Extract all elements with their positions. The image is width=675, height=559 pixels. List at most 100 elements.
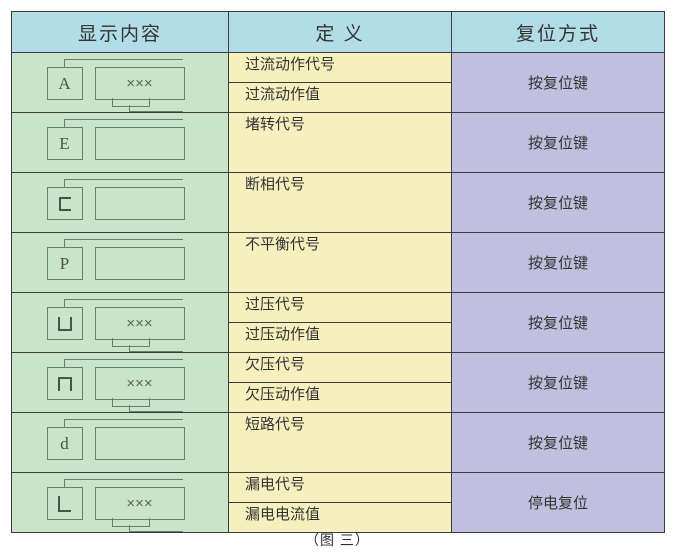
bracket-line bbox=[128, 111, 183, 112]
top-line bbox=[63, 419, 183, 420]
display-cell: ××× bbox=[11, 352, 229, 413]
display-cell: A ××× bbox=[11, 52, 229, 113]
top-line bbox=[63, 59, 183, 60]
top-line bbox=[63, 359, 183, 360]
table-row: d 短路代号按复位键 bbox=[11, 412, 665, 473]
definition-text: 过压代号 bbox=[245, 296, 306, 313]
table-row: ××× 欠压代号 按复位键 bbox=[11, 352, 665, 413]
reset-cell: 按复位键 bbox=[451, 352, 665, 413]
reset-cell: 停电复位 bbox=[451, 472, 665, 533]
definition-cell: 断相代号 bbox=[228, 172, 452, 233]
code-glyph: P bbox=[59, 254, 70, 273]
table-row: P 不平衡代号 按复位键 bbox=[11, 232, 665, 293]
value-box-empty bbox=[94, 127, 185, 160]
table-row: E 堵转代号 按复位键 bbox=[11, 112, 665, 173]
value-box: ××× bbox=[94, 67, 185, 100]
reset-cell: 按复位键 bbox=[451, 112, 665, 173]
value-box-empty bbox=[94, 247, 185, 280]
bracket-line bbox=[128, 411, 183, 412]
bracket-stub bbox=[128, 105, 130, 112]
display-cell: d bbox=[11, 412, 229, 473]
lcd-display-graphic: P bbox=[33, 235, 208, 290]
code-glyph-seg-n bbox=[57, 376, 72, 391]
definition-cell: 漏电代号 bbox=[228, 472, 452, 503]
display-cell: ××× bbox=[11, 472, 229, 533]
top-line bbox=[63, 119, 183, 120]
top-line bbox=[63, 479, 183, 480]
definition-cell: 欠压动作值 bbox=[228, 382, 452, 413]
value-digits: ××× bbox=[126, 315, 153, 332]
top-line bbox=[63, 299, 183, 300]
lcd-display-graphic: E bbox=[33, 115, 208, 170]
code-glyph-seg-u bbox=[57, 316, 72, 331]
code-glyph: d bbox=[60, 434, 69, 453]
reset-cell: 按复位键 bbox=[451, 172, 665, 233]
definition-cell: 堵转代号 bbox=[228, 112, 452, 173]
bracket-stub bbox=[128, 345, 130, 352]
table-row: ××× 过压代号 按复位键 bbox=[11, 292, 665, 353]
table-row-sub: 漏电电流值 bbox=[12, 502, 665, 533]
code-box bbox=[46, 307, 83, 340]
table-header-row: 显示内容 定 义 复位方式 bbox=[11, 11, 665, 53]
value-box: ××× bbox=[94, 487, 185, 520]
lcd-display-graphic: ××× bbox=[33, 295, 208, 352]
definition-cell: 过流动作值 bbox=[228, 82, 452, 113]
code-glyph: A bbox=[58, 74, 71, 93]
value-box-empty bbox=[94, 427, 185, 460]
top-stub bbox=[63, 479, 65, 487]
definition-text: 欠压代号 bbox=[245, 356, 306, 373]
value-digits: ××× bbox=[126, 375, 153, 392]
top-line bbox=[63, 239, 183, 240]
bracket-line bbox=[128, 351, 183, 352]
value-box-empty bbox=[94, 187, 185, 220]
code-glyph-seg-l bbox=[58, 495, 71, 512]
table-row-sub: 过流动作值 bbox=[12, 82, 665, 113]
table-row: ××× 漏电代号 停电复位 bbox=[11, 472, 665, 533]
display-cell: E bbox=[11, 112, 229, 173]
value-box: ××× bbox=[94, 367, 185, 400]
header-display: 显示内容 bbox=[11, 11, 229, 53]
definition-text: 断相代号 bbox=[245, 176, 306, 193]
definition-text: 漏电电流值 bbox=[245, 506, 321, 523]
definition-cell: 短路代号 bbox=[228, 412, 452, 473]
definition-text: 漏电代号 bbox=[245, 476, 306, 493]
bracket-connector bbox=[111, 338, 150, 347]
bracket-connector bbox=[111, 98, 150, 107]
definition-cell: 过压代号 bbox=[228, 292, 452, 323]
table-row: 断相代号 按复位键 bbox=[11, 172, 665, 233]
top-line bbox=[63, 179, 183, 180]
definition-cell: 漏电电流值 bbox=[228, 502, 452, 533]
reset-cell: 按复位键 bbox=[451, 52, 665, 113]
top-stub bbox=[63, 239, 65, 247]
bracket-connector bbox=[111, 398, 150, 407]
definition-text: 过流动作值 bbox=[245, 86, 321, 103]
lcd-display-graphic: ××× bbox=[33, 475, 208, 532]
lcd-display-graphic: A ××× bbox=[33, 55, 208, 112]
value-box: ××× bbox=[94, 307, 185, 340]
reset-cell: 按复位键 bbox=[451, 232, 665, 293]
definition-cell: 欠压代号 bbox=[228, 352, 452, 383]
display-cell: ××× bbox=[11, 292, 229, 353]
figure-caption: （图 三） bbox=[305, 532, 370, 548]
reset-cell: 按复位键 bbox=[451, 412, 665, 473]
top-stub bbox=[63, 119, 65, 127]
code-box bbox=[46, 187, 83, 220]
top-stub bbox=[63, 179, 65, 187]
top-stub bbox=[63, 299, 65, 307]
display-cell bbox=[11, 172, 229, 233]
value-digits: ××× bbox=[126, 495, 153, 512]
code-box: A bbox=[46, 67, 83, 100]
value-digits: ××× bbox=[126, 75, 153, 92]
top-stub bbox=[63, 359, 65, 367]
definition-cell: 不平衡代号 bbox=[228, 232, 452, 293]
top-stub bbox=[63, 419, 65, 427]
code-box: d bbox=[46, 427, 83, 460]
definition-text: 堵转代号 bbox=[245, 116, 306, 133]
code-box: P bbox=[46, 247, 83, 280]
lcd-display-graphic: ××× bbox=[33, 355, 208, 412]
reset-cell: 按复位键 bbox=[451, 292, 665, 353]
definition-text: 过流动作代号 bbox=[245, 56, 336, 73]
definition-text: 不平衡代号 bbox=[245, 236, 321, 253]
